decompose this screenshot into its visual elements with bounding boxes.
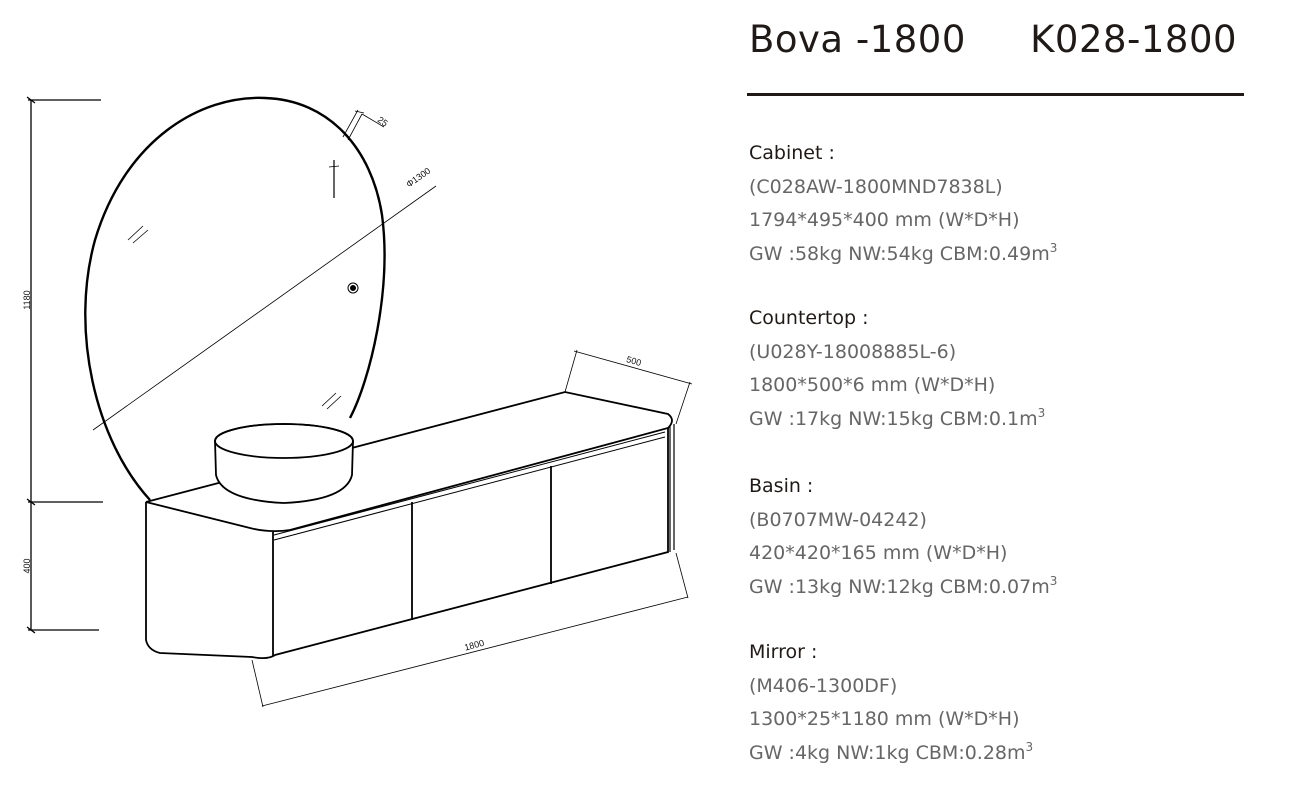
technical-drawing: 1180 400 25 Φ1300 xyxy=(22,96,693,708)
cabinet-width-label: 1800 xyxy=(463,638,485,653)
spec-size: 1794*495*400 mm (W*D*H) xyxy=(749,209,1020,231)
cbm-unit-superscript: 3 xyxy=(1049,573,1058,588)
spec-size: 1300*25*1180 mm (W*D*H) xyxy=(749,708,1020,730)
spec-weights: GW :13kg NW:12kg CBM:0.07m3 xyxy=(749,571,1057,605)
title-divider xyxy=(747,93,1244,96)
mirror-height-label: 1180 xyxy=(22,290,32,309)
width-dimension xyxy=(251,552,689,708)
depth-dimension xyxy=(564,349,693,425)
cbm-unit-superscript: 3 xyxy=(1049,240,1058,255)
spec-heading: Mirror : xyxy=(749,641,818,663)
spec-weights-text: GW :4kg NW:1kg CBM:0.28m xyxy=(749,741,1026,764)
cabinet xyxy=(145,424,675,660)
spec-model: (U028Y-18008885L-6) xyxy=(749,340,957,363)
spec-weights-text: GW :17kg NW:15kg CBM:0.1m xyxy=(749,407,1038,430)
spec-block-cabinet: Cabinet : (C028AW-1800MND7838L) 1794*495… xyxy=(749,137,1057,271)
cabinet-height-label: 400 xyxy=(22,558,32,573)
spec-block-mirror: Mirror : (M406-1300DF) 1300*25*1180 mm (… xyxy=(749,636,1033,770)
spec-heading: Basin : xyxy=(749,475,814,497)
spec-size: 420*420*165 mm (W*D*H) xyxy=(749,542,1008,564)
spec-block-basin: Basin : (B0707MW-04242) 420*420*165 mm (… xyxy=(749,470,1057,604)
cbm-unit-superscript: 3 xyxy=(1025,739,1034,754)
product-code: K028-1800 xyxy=(1030,18,1238,61)
mirror-diameter-label: Φ1300 xyxy=(404,166,432,190)
cbm-unit-superscript: 3 xyxy=(1037,405,1046,420)
mirror-depth-label: 25 xyxy=(376,115,390,129)
spec-block-countertop: Countertop : (U028Y-18008885L-6) 1800*50… xyxy=(749,302,1045,436)
spec-heading: Countertop : xyxy=(749,307,869,329)
product-name: Bova -1800 xyxy=(749,18,966,61)
spec-model: (M406-1300DF) xyxy=(749,674,898,697)
spec-heading: Cabinet : xyxy=(749,142,835,164)
spec-weights-text: GW :58kg NW:54kg CBM:0.49m xyxy=(749,242,1050,265)
vanity-line-drawing: 1180 400 25 Φ1300 xyxy=(22,96,693,708)
spec-weights: GW :58kg NW:54kg CBM:0.49m3 xyxy=(749,238,1057,272)
spec-weights: GW :17kg NW:15kg CBM:0.1m3 xyxy=(749,403,1045,437)
mirror xyxy=(84,96,437,501)
spec-weights-text: GW :13kg NW:12kg CBM:0.07m xyxy=(749,575,1050,598)
spec-model: (B0707MW-04242) xyxy=(749,508,927,531)
spec-size: 1800*500*6 mm (W*D*H) xyxy=(749,374,996,396)
basin xyxy=(214,423,354,504)
height-dimension xyxy=(26,96,103,634)
spec-model: (C028AW-1800MND7838L) xyxy=(749,175,1003,198)
page-title: Bova -1800 K028-1800 xyxy=(749,18,1237,68)
countertop-depth-label: 500 xyxy=(625,354,642,368)
spec-weights: GW :4kg NW:1kg CBM:0.28m3 xyxy=(749,737,1033,771)
